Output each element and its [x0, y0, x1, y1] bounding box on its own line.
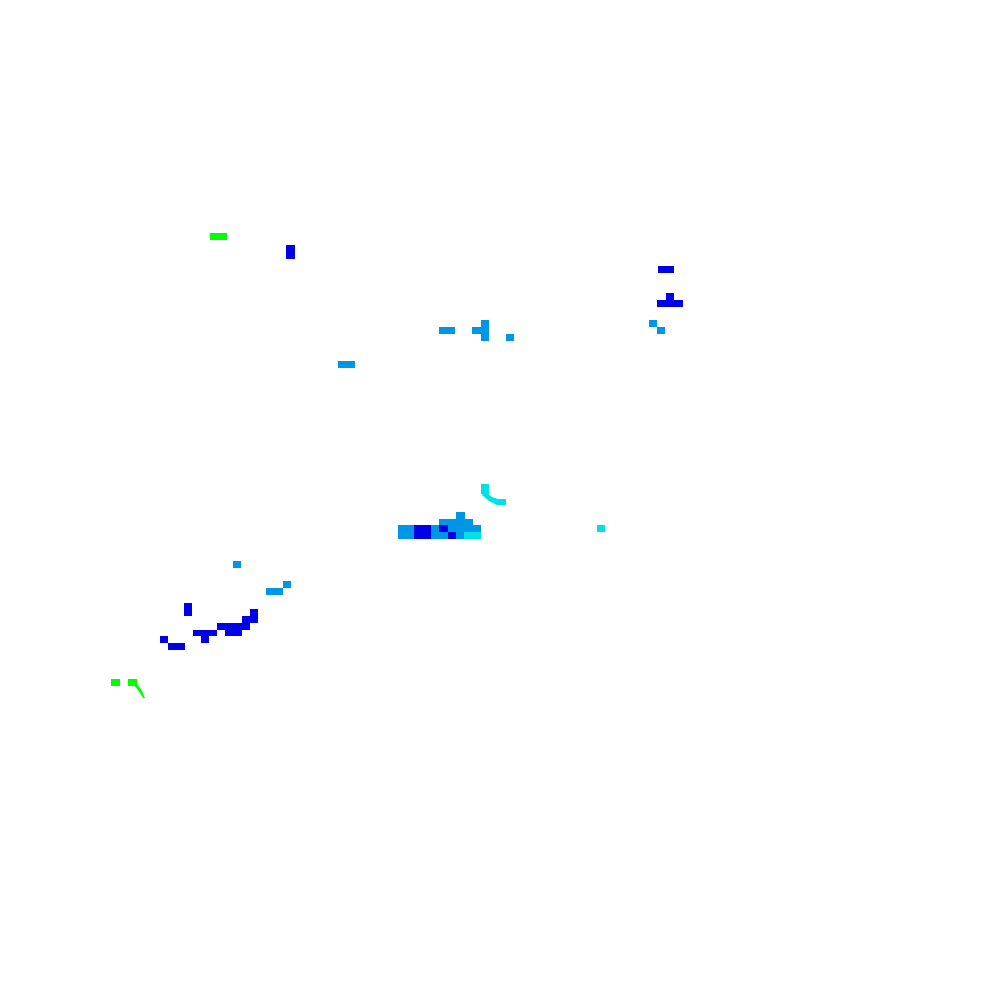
cell-cyan [597, 525, 605, 532]
cell-dark-blue [657, 300, 683, 307]
cell-sky-blue [649, 320, 657, 327]
cell-dark-blue [201, 636, 209, 643]
cell-sky-blue [657, 327, 665, 334]
cell-green [128, 679, 137, 686]
cell-sky-blue [456, 512, 465, 519]
cell-cyan [482, 490, 506, 505]
cell-sky-blue [472, 327, 481, 334]
cell-sky-blue [338, 361, 355, 368]
cell-dark-blue [250, 609, 258, 617]
cell-green [111, 679, 120, 686]
cell-dark-blue [439, 525, 448, 532]
cell-sky-blue [233, 561, 241, 568]
cell-dark-blue [242, 616, 258, 623]
cell-dark-blue [217, 623, 250, 630]
cell-sky-blue [439, 519, 473, 525]
cell-dark-blue [658, 266, 674, 273]
cell-dark-blue [225, 630, 242, 636]
cell-dark-blue [448, 532, 456, 539]
cell-sky-blue [506, 334, 514, 341]
cell-dark-blue [168, 643, 185, 650]
cell-dark-blue [414, 525, 431, 539]
cell-green [133, 682, 145, 698]
cell-cyan [481, 484, 489, 494]
cell-dark-blue [666, 293, 674, 300]
cell-dark-blue [286, 245, 295, 259]
cell-green [210, 233, 227, 240]
cell-sky-blue [283, 581, 291, 588]
cell-dark-blue [193, 630, 217, 636]
cell-dark-blue [160, 636, 168, 643]
cell-dark-blue [184, 603, 192, 616]
cell-sky-blue [481, 320, 489, 341]
cell-cyan [464, 532, 481, 539]
cell-sky-blue [439, 327, 455, 334]
cell-sky-blue [266, 588, 283, 595]
